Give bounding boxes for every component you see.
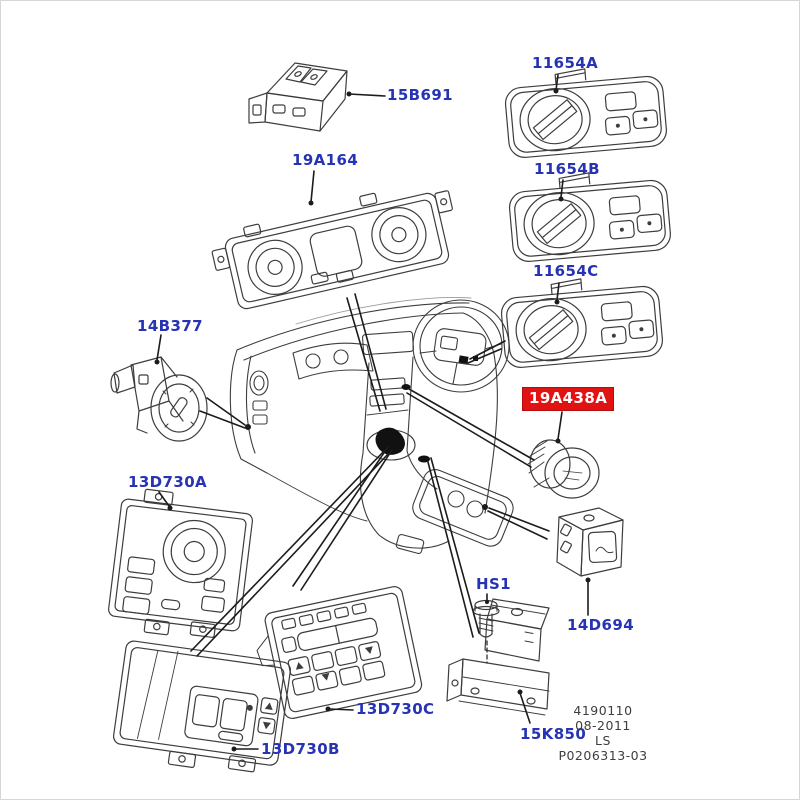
leader-lines: [154, 74, 591, 752]
part-label-13D730A: 13D730A: [128, 473, 208, 491]
part-drawing-19A438A: [527, 439, 600, 499]
part-drawing-19A164: [211, 190, 453, 310]
dashboard-illustration: [229, 296, 514, 555]
stamp-model-code: LS: [595, 733, 611, 748]
part-label-11654C: 11654C: [533, 262, 599, 280]
part-label-HS1: HS1: [476, 575, 511, 593]
part-label-19A164: 19A164: [292, 151, 359, 169]
part-drawing-14B377: [110, 356, 208, 442]
part-label-15K850: 15K850: [520, 725, 587, 743]
part-label-15B691: 15B691: [387, 86, 454, 104]
part-label-19A438A-highlighted: 19A438A: [522, 387, 615, 411]
part-label-14D694: 14D694: [567, 616, 635, 634]
part-drawing-14D694: [556, 507, 624, 577]
stamp-drawing-number: 4190110: [573, 703, 633, 718]
part-drawing-11654C: [498, 271, 665, 370]
part-drawing-11654A: [502, 61, 669, 160]
stamp-plate-number: P0206313-03: [558, 748, 648, 763]
part-label-11654B: 11654B: [534, 160, 601, 178]
part-label-13D730B: 13D730B: [261, 740, 340, 758]
part-drawing-11654B: [506, 165, 673, 264]
part-drawing-13D730A: [108, 488, 254, 638]
part-drawing-15B691: [248, 62, 348, 132]
part-drawing-13D730B: [112, 640, 291, 773]
stamp-date: 08-2011: [575, 718, 631, 733]
part-label-11654A: 11654A: [532, 54, 599, 72]
part-label-14B377: 14B377: [137, 317, 204, 335]
part-drawing-13D730C: [256, 586, 423, 720]
part-drawing-15K850: [446, 598, 550, 716]
part-label-13D730C: 13D730C: [356, 700, 435, 718]
drawing-stamp: 4190110 08-2011 LS P0206313-03: [547, 703, 659, 763]
